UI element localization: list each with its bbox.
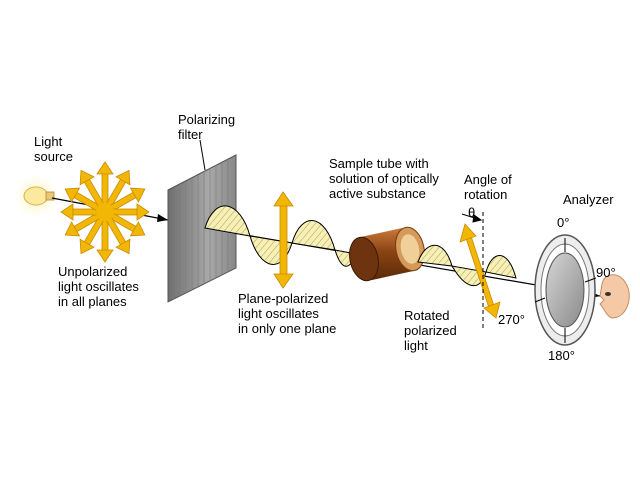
rotated-polarized-label: Rotated polarized light xyxy=(404,308,457,353)
degree-90-label: 90° xyxy=(596,265,616,280)
plane-polarized-arrow-icon xyxy=(273,191,294,289)
analyzer-icon xyxy=(534,234,597,346)
analyzer-label: Analyzer xyxy=(563,192,614,207)
degree-0-label: 0° xyxy=(557,215,570,230)
plane-polarized-label: Plane-polarized light oscillates in only… xyxy=(238,291,337,336)
sample-tube xyxy=(349,226,425,282)
light-source-label: Light source xyxy=(34,134,74,164)
rotated-polarized-arrow-icon xyxy=(459,223,501,319)
polarizing-filter-label: Polarizing filter xyxy=(178,112,236,142)
theta-label: θ xyxy=(468,205,476,220)
unpolarized-light-star-icon xyxy=(60,161,150,263)
polarizing-filter-sheet xyxy=(167,139,237,303)
observer-face-icon xyxy=(599,274,630,319)
light-bulb-icon xyxy=(14,174,58,218)
angle-of-rotation-marker xyxy=(461,212,484,328)
sample-tube-label: Sample tube with solution of optically a… xyxy=(329,156,439,201)
angle-of-rotation-label: Angle of rotation xyxy=(464,172,512,202)
degree-180-label: 180° xyxy=(548,348,575,363)
degree-270-label: 270° xyxy=(498,312,525,327)
unpolarized-label: Unpolarized light oscillates in all plan… xyxy=(58,264,139,309)
